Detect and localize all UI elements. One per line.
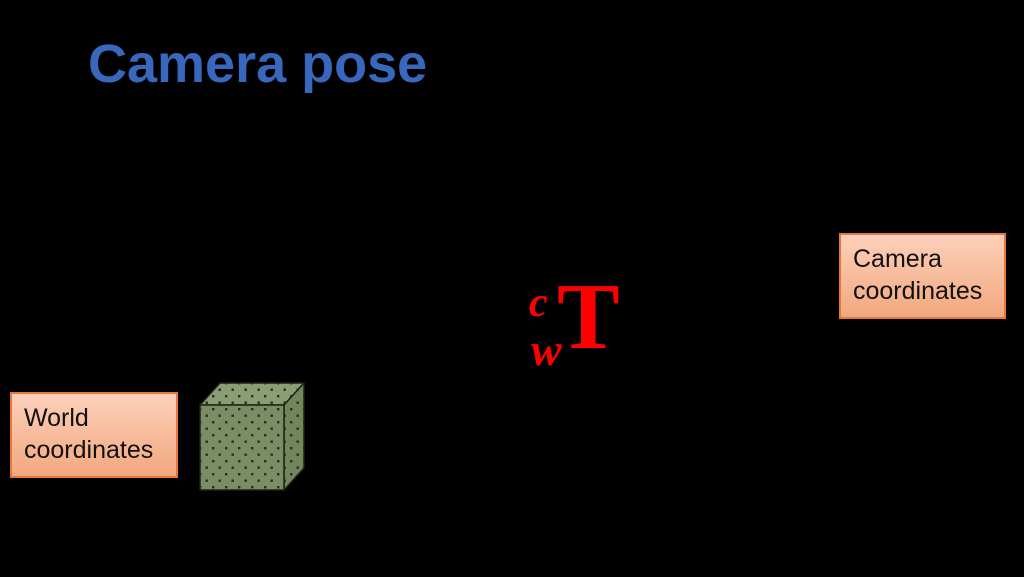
cube-top-face-dots <box>200 383 304 405</box>
transform-symbol: T <box>557 265 620 369</box>
transform-pre-subscript: w <box>531 324 562 375</box>
camera-coordinates-label: Camera coordinates <box>853 245 983 305</box>
slide-title: Camera pose <box>88 34 428 94</box>
world-coordinates-box: World coordinates <box>10 392 178 478</box>
camera-coordinates-box: Camera coordinates <box>839 233 1006 319</box>
cube-front-face-dots <box>200 405 284 490</box>
world-coordinates-label: World coordinates <box>24 404 154 464</box>
world-object-cube-icon <box>199 382 305 491</box>
transform-pre-superscript: c <box>529 280 548 326</box>
cube-right-face-dots <box>284 383 304 490</box>
